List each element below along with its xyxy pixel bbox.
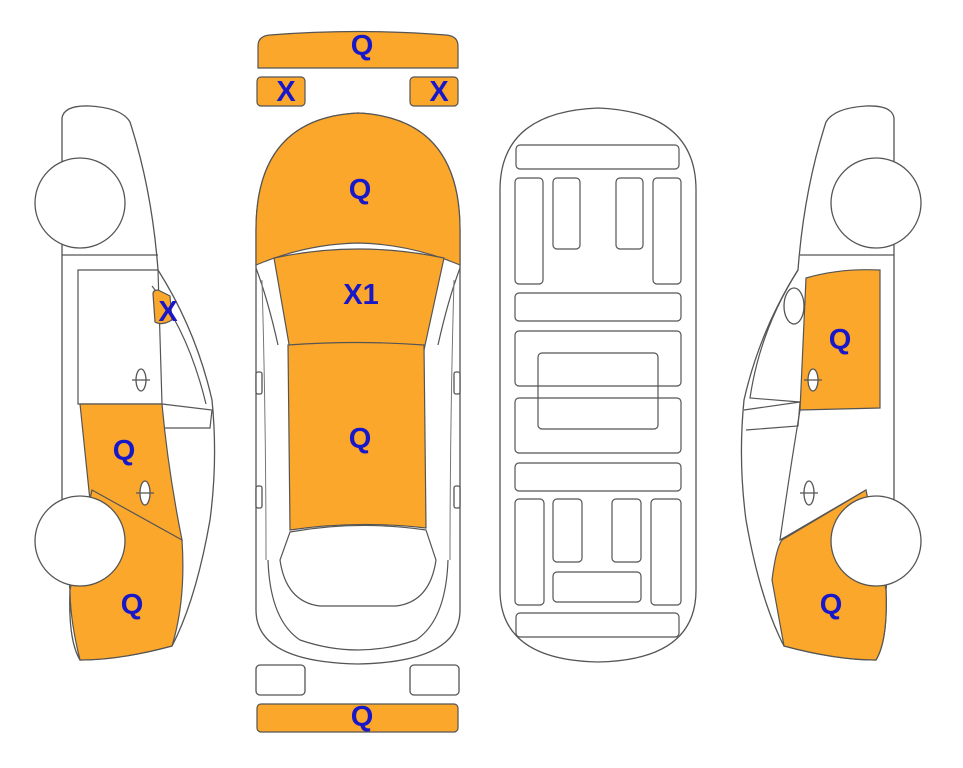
left-headlamp-label: X xyxy=(276,76,296,108)
left-rear-quarter-label: Q xyxy=(121,589,144,621)
left-a-pillar xyxy=(255,267,279,346)
right-headlamp-panel[interactable] xyxy=(409,76,459,107)
front-bumper-label: Q xyxy=(351,30,374,62)
right-front-wheel xyxy=(830,157,922,249)
damage-labels: Q X X Q X1 Q Q X Q Q Q Q xyxy=(113,30,852,733)
right-mirror-top xyxy=(453,371,461,395)
front-bumper-panel[interactable] xyxy=(257,30,459,69)
car-left-side-view xyxy=(34,105,216,661)
rear-window xyxy=(279,524,437,607)
car-right-side-view xyxy=(740,105,922,661)
right-rear-quarter-label: Q xyxy=(820,589,843,621)
left-taillamp[interactable] xyxy=(255,664,306,696)
right-rear-door-outline xyxy=(779,409,867,542)
right-front-door-label: Q xyxy=(829,324,852,356)
windshield-label: X1 xyxy=(343,279,378,311)
roof-panel[interactable] xyxy=(287,341,427,531)
right-pillar-line xyxy=(749,269,801,403)
left-side-line xyxy=(261,279,267,561)
left-rear-door-label: Q xyxy=(113,435,136,467)
right-rear-wheel xyxy=(830,495,922,587)
car-underbody-view xyxy=(499,107,697,663)
rear-bumper-panel[interactable] xyxy=(256,703,459,733)
right-headlamp-label: X xyxy=(429,76,449,108)
right-handle-top xyxy=(453,485,461,509)
roof-label: Q xyxy=(349,423,372,455)
left-headlamp-panel[interactable] xyxy=(256,76,306,107)
right-a-pillar xyxy=(437,267,461,346)
car-top-view xyxy=(255,30,461,733)
right-front-door-panel[interactable] xyxy=(799,269,881,411)
trunk-line xyxy=(267,559,449,651)
right-side-line xyxy=(449,279,455,561)
left-mirror-panel[interactable] xyxy=(152,289,173,325)
left-handle-top xyxy=(255,485,263,509)
left-rear-wheel xyxy=(34,495,126,587)
underbody-outline xyxy=(499,107,697,663)
left-mirror-label: X xyxy=(158,296,178,328)
right-taillamp[interactable] xyxy=(409,664,460,696)
right-mirror xyxy=(783,287,805,325)
hood-label: Q xyxy=(349,174,372,206)
hood-panel[interactable] xyxy=(255,112,461,266)
left-rear-glass xyxy=(161,403,213,429)
rear-bumper-label: Q xyxy=(351,701,374,733)
left-front-wheel xyxy=(34,157,126,249)
left-mirror-top xyxy=(255,371,263,395)
